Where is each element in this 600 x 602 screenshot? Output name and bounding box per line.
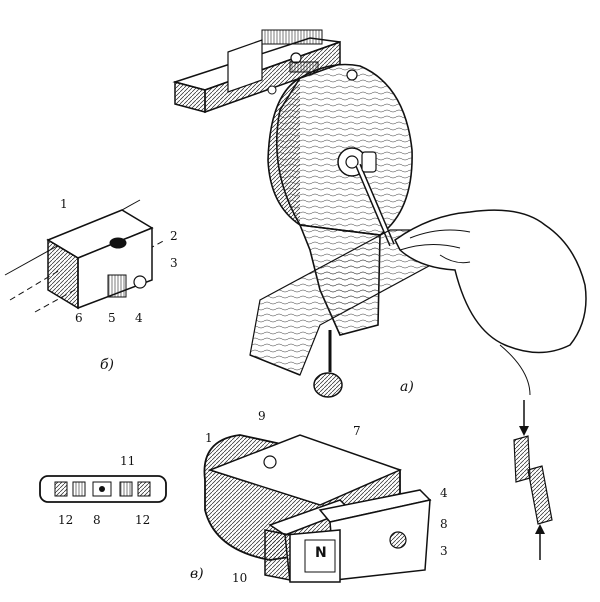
magnet-pole-label: N: [315, 545, 327, 561]
part-label-10: 10: [232, 571, 248, 585]
part-label-2: 2: [170, 229, 178, 243]
part-label-12-left: 12: [58, 513, 74, 527]
tip-strip: [39, 475, 167, 503]
part-label-3-v: 3: [440, 544, 448, 558]
part-label-8-strip: 8: [93, 513, 101, 527]
magnetic-holder: [203, 434, 432, 583]
part-label-6: 6: [75, 311, 83, 325]
sharpening-device-assembly: [172, 29, 587, 398]
part-label-12-right: 12: [135, 513, 151, 527]
panel-label-a: а): [400, 379, 414, 395]
part-label-8-v: 8: [440, 517, 448, 531]
clamp-screw: [313, 330, 343, 398]
part-label-11: 11: [120, 454, 136, 468]
panel-label-b: б): [100, 357, 115, 373]
rotating-disc: [267, 63, 413, 236]
part-label-7: 7: [353, 424, 361, 438]
part-label-3: 3: [170, 256, 178, 270]
part-label-5: 5: [108, 311, 116, 325]
part-label-9: 9: [258, 409, 266, 423]
part-label-4-v: 4: [440, 486, 448, 500]
sharpened-tips: [513, 400, 553, 560]
holder-detail: [4, 199, 166, 313]
file-bar: [172, 29, 341, 114]
part-label-1-v: 1: [205, 431, 213, 445]
hand: [394, 209, 587, 396]
panel-label-v: в): [190, 566, 204, 582]
part-label-1: 1: [60, 197, 68, 211]
part-label-4: 4: [135, 311, 143, 325]
